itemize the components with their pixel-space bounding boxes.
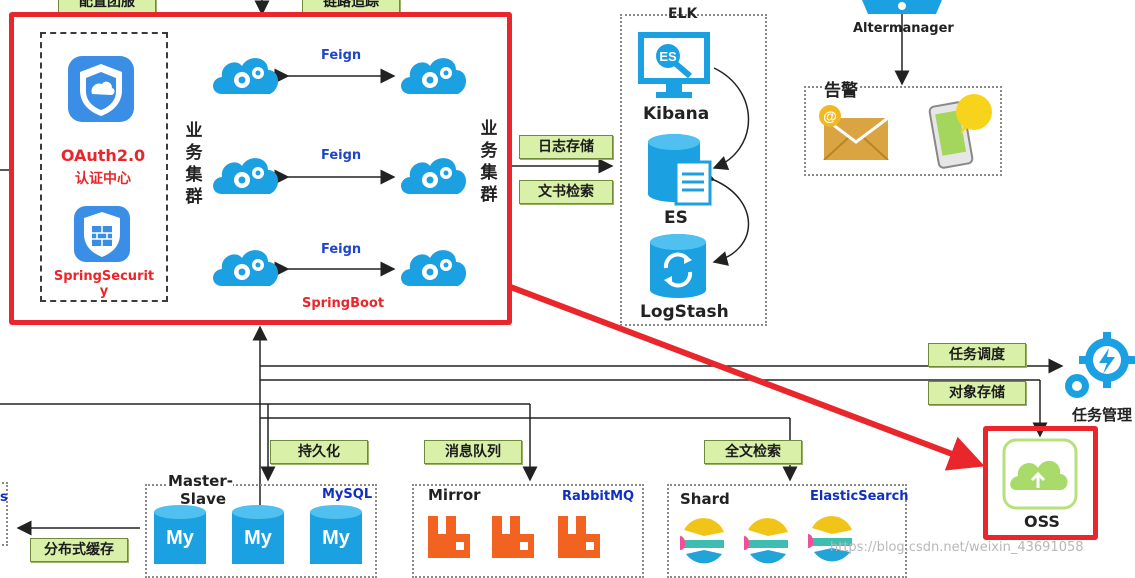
es-database-icon bbox=[648, 134, 712, 206]
altermanager-label: Altermanager bbox=[853, 21, 954, 36]
business-cluster-box bbox=[9, 12, 512, 325]
svg-text:@: @ bbox=[823, 108, 837, 124]
elasticsearch-logo-icon bbox=[744, 518, 790, 564]
svg-text:My: My bbox=[166, 527, 195, 549]
oss-cloud-icon bbox=[1002, 438, 1078, 510]
elasticsearch-title: Shard bbox=[680, 490, 730, 508]
spring-security-icon bbox=[74, 206, 130, 262]
elasticsearch-brand: ElasticSearch bbox=[810, 489, 909, 504]
doc-search-label: 文书检索 bbox=[519, 180, 613, 204]
mysql-title: Master- bbox=[168, 472, 233, 490]
logstash-database-icon bbox=[650, 234, 706, 298]
svg-text:My: My bbox=[322, 527, 351, 549]
rabbitmq-icon bbox=[558, 516, 600, 558]
task-schedule-label: 任务调度 bbox=[928, 343, 1026, 367]
oauth-subtitle: 认证中心 bbox=[75, 171, 131, 187]
service-cloud-icon bbox=[401, 58, 467, 94]
rabbitmq-brand: RabbitMQ bbox=[562, 489, 635, 504]
rabbitmq-icon bbox=[428, 516, 470, 558]
logstash-label: LogStash bbox=[640, 302, 729, 322]
email-icon: @ bbox=[819, 105, 889, 160]
elasticsearch-logo-icon bbox=[680, 518, 726, 564]
phone-notification-icon bbox=[928, 94, 992, 169]
oss-box bbox=[983, 426, 1098, 540]
mysql-database-icon: My bbox=[232, 505, 284, 564]
elk-title: ELK bbox=[668, 6, 698, 22]
service-cloud-icon bbox=[213, 250, 279, 286]
elk-box bbox=[620, 14, 767, 326]
oauth-shield-icon bbox=[68, 56, 134, 122]
service-cloud-icon bbox=[401, 158, 467, 194]
rabbitmq-icon bbox=[492, 516, 534, 558]
watermark: https://blog.csdn.net/weixin_43691058 bbox=[830, 540, 1084, 555]
oauth-title: OAuth2.0 bbox=[60, 146, 146, 165]
task-management-label: 任务管理 bbox=[1072, 406, 1133, 424]
svg-text:ES: ES bbox=[659, 49, 677, 64]
alert-title: 告警 bbox=[822, 76, 860, 101]
kibana-monitor-icon: ES bbox=[638, 32, 710, 98]
cache-box bbox=[0, 482, 8, 546]
object-storage-label: 对象存储 bbox=[928, 381, 1026, 405]
log-storage-label: 日志存储 bbox=[519, 135, 613, 159]
persistence-label: 持久化 bbox=[270, 440, 368, 464]
service-cloud-icon bbox=[401, 250, 467, 286]
full-text-search-label: 全文检索 bbox=[704, 440, 802, 464]
svg-text:My: My bbox=[244, 527, 273, 549]
mysql-brand: MySQL bbox=[322, 487, 373, 502]
distributed-cache-label: 分布式缓存 bbox=[30, 538, 128, 562]
spring-security-title: SpringSecurit bbox=[53, 269, 155, 284]
oss-label: OSS bbox=[1024, 512, 1060, 531]
mysql-database-icon: My bbox=[310, 505, 362, 564]
service-cloud-icon bbox=[213, 58, 279, 94]
task-management-gear-icon bbox=[1065, 332, 1135, 398]
mysql-database-icon: My bbox=[154, 505, 206, 564]
kibana-label: Kibana bbox=[643, 104, 710, 124]
springboot-label: SpringBoot bbox=[302, 296, 385, 311]
right-cluster-label: 业 务 集 群 bbox=[480, 119, 498, 205]
spring-security-title-wrap: y bbox=[99, 284, 109, 299]
feign-label: Feign bbox=[321, 242, 362, 257]
rabbitmq-title: Mirror bbox=[428, 486, 481, 504]
alert-box bbox=[804, 86, 1002, 176]
es-label: ES bbox=[664, 208, 688, 228]
left-edge-fragment: s bbox=[0, 490, 8, 505]
feign-label: Feign bbox=[321, 48, 362, 63]
elasticsearch-logo-icon bbox=[808, 516, 854, 562]
altermanager-icon bbox=[862, 0, 942, 14]
feign-label: Feign bbox=[321, 148, 362, 163]
message-queue-label: 消息队列 bbox=[424, 440, 522, 464]
left-cluster-label: 业 务 集 群 bbox=[185, 121, 203, 207]
mysql-title-wrap: Slave bbox=[180, 490, 227, 508]
service-cloud-icon bbox=[213, 158, 279, 194]
auth-center-box bbox=[40, 32, 168, 302]
